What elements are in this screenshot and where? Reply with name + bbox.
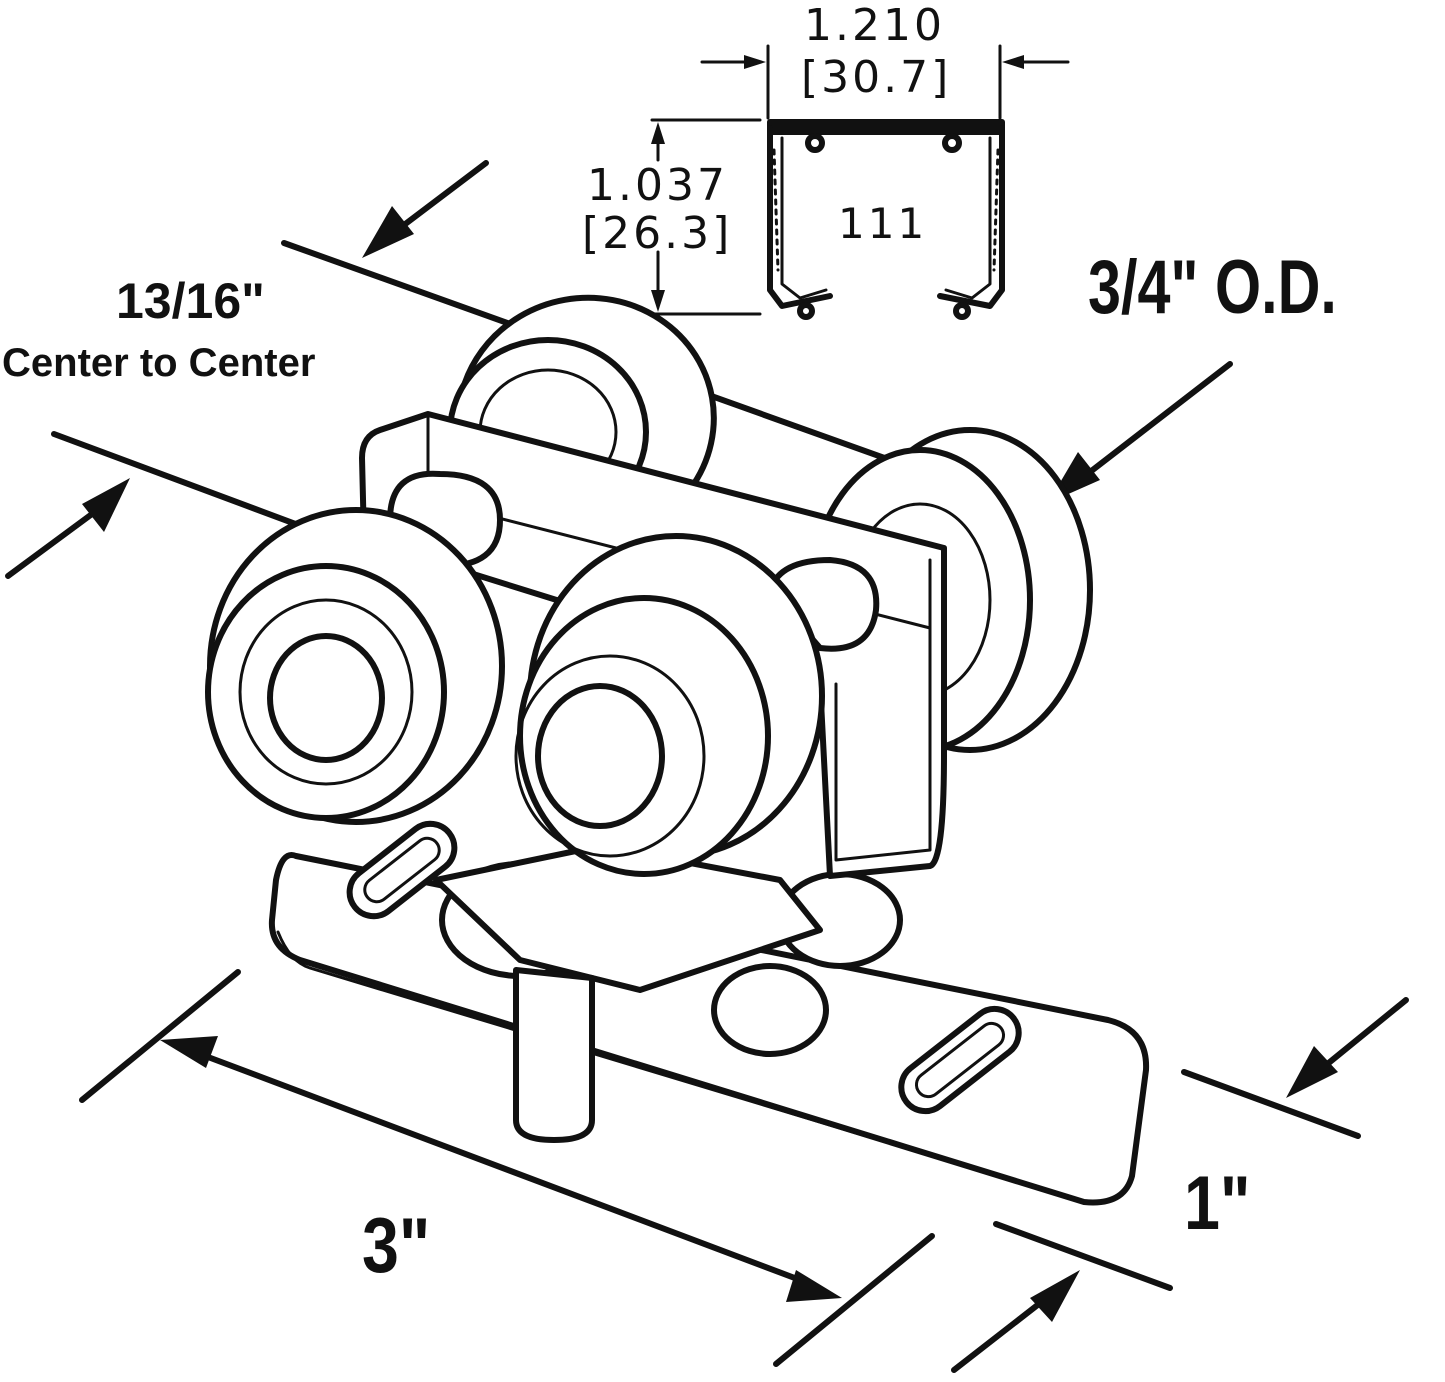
width-dimension xyxy=(951,997,1409,1373)
wheel-od-arrow xyxy=(1048,361,1233,503)
track-profile-section xyxy=(648,44,1070,320)
wheel-spacing-note: Center to Center xyxy=(2,341,316,385)
swivel-stud xyxy=(433,843,903,1143)
channel-bracket xyxy=(359,411,947,879)
wheel-front-left xyxy=(205,507,505,825)
wheel-spacing-label: 13/16" xyxy=(116,273,265,329)
wheel-diameter-label: 3/4" O.D. xyxy=(1088,245,1337,330)
profile-height-mm: [26.3] xyxy=(582,208,733,259)
profile-width-mm: [30.7] xyxy=(801,52,952,103)
profile-height-in: 1.037 xyxy=(587,160,728,211)
profile-part-number: 111 xyxy=(838,199,928,248)
plate-width-label: 1" xyxy=(1184,1161,1251,1246)
plate-length-label: 3" xyxy=(362,1201,431,1289)
wheel-front-right xyxy=(514,533,825,877)
profile-width-in: 1.210 xyxy=(804,0,945,51)
length-dimension xyxy=(79,969,935,1367)
